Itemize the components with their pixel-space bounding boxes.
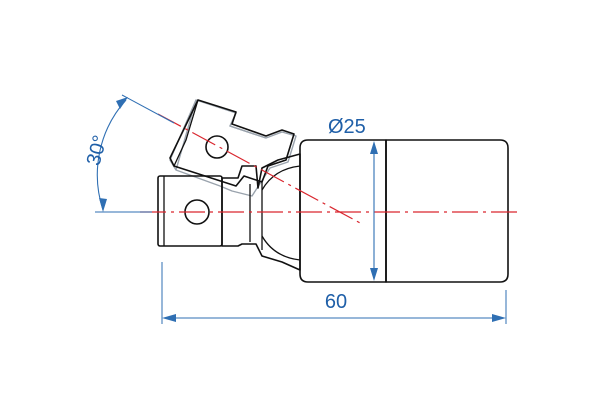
socket-left-section [299, 139, 387, 283]
tilted-square-bevel [173, 99, 199, 167]
angle-arrow-bottom [99, 198, 107, 212]
tilted-square-hole [205, 135, 229, 159]
angle-label: 30° [83, 133, 112, 168]
length-arrow-right [492, 314, 506, 322]
square-drive-body [157, 175, 223, 247]
angle-extension-tilted [121, 94, 175, 124]
angle-dimension: 30° [83, 94, 175, 213]
length-label: 60 [325, 291, 347, 313]
diameter-arrow-top [370, 141, 378, 154]
socket-body [299, 139, 509, 283]
diameter-dimension: Ø25 [328, 116, 378, 281]
diameter-label: Ø25 [328, 116, 366, 138]
angle-arc [96, 99, 127, 211]
tilted-yoke-body [169, 99, 297, 197]
length-arrow-left [162, 314, 176, 322]
tilted-square-body [169, 99, 295, 187]
joint-neck-upper-curve [261, 165, 301, 191]
centerlines [140, 113, 518, 225]
socket-right-section [385, 139, 509, 283]
tilted-square-drive [169, 99, 295, 187]
tilted-yoke-ghost [169, 99, 297, 197]
square-drive-horizontal [157, 175, 223, 247]
angle-arrow-top [116, 97, 128, 109]
joint-neck-lower-curve [261, 235, 301, 261]
diameter-arrow-bottom [370, 268, 378, 281]
length-dimension: 60 [161, 262, 507, 324]
